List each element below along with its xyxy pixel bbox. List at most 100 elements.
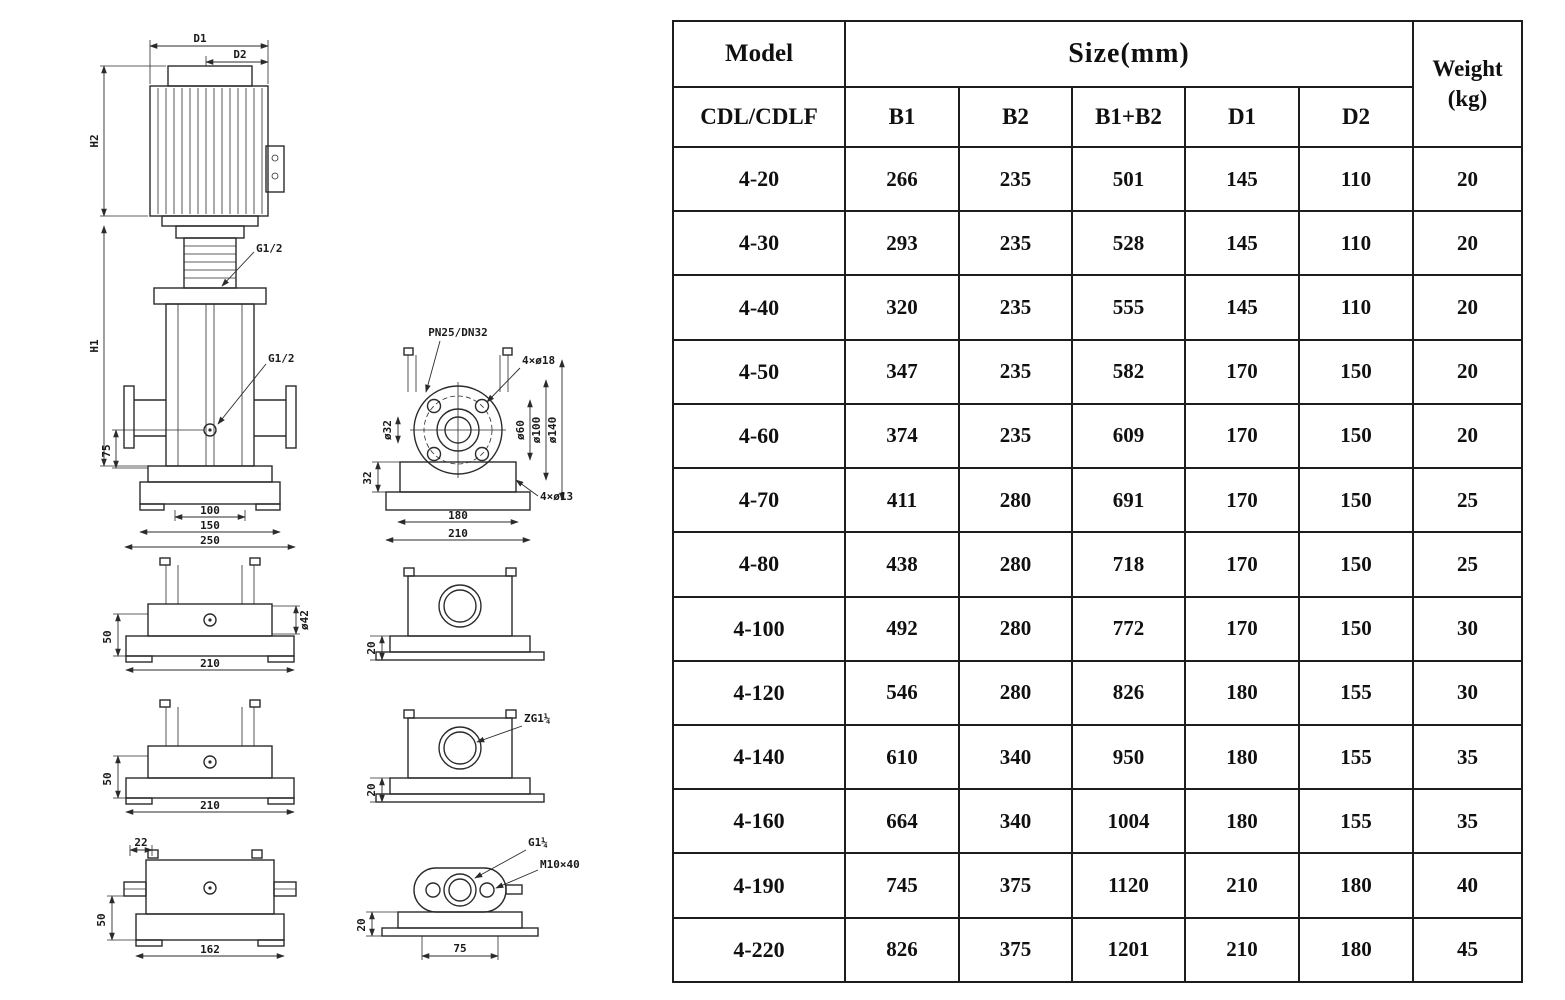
value-cell: 180 [1298, 916, 1414, 984]
value-cell: 555 [1071, 274, 1186, 341]
value-cell: 1120 [1071, 852, 1186, 919]
value-cell: 145 [1184, 210, 1300, 277]
value-cell: 150 [1298, 531, 1414, 598]
dim-label-h1: H1 [88, 339, 101, 353]
dim-label-50-v3: 50 [95, 913, 108, 926]
value-cell: 20 [1412, 145, 1523, 213]
flange-label-pn25: PN25/DN32 [428, 326, 488, 339]
value-cell: 235 [958, 274, 1073, 341]
value-cell: 150 [1298, 402, 1414, 470]
value-cell: 35 [1412, 723, 1523, 791]
value-cell: 826 [844, 916, 960, 984]
port-label-g114: G1¼ [528, 836, 548, 849]
value-cell: 170 [1184, 467, 1300, 534]
port-label-m10x40: M10×40 [540, 858, 580, 871]
col-header-b1: B1 [844, 86, 960, 148]
dim-label-180: 180 [448, 509, 468, 522]
col-header-weight: Weight (kg) [1412, 20, 1523, 148]
port-label-g12-top: G1/2 [256, 242, 283, 255]
value-cell: 609 [1071, 402, 1186, 470]
model-cell: 4-60 [672, 402, 846, 470]
dim-label-22: 22 [134, 836, 147, 849]
value-cell: 180 [1298, 852, 1414, 919]
value-cell: 528 [1071, 210, 1186, 277]
model-cell: 4-70 [672, 467, 846, 534]
value-cell: 155 [1298, 659, 1414, 726]
value-cell: 30 [1412, 595, 1523, 662]
value-cell: 110 [1298, 145, 1414, 213]
value-cell: 438 [844, 531, 960, 598]
value-cell: 25 [1412, 531, 1523, 598]
col-header-d1: D1 [1184, 86, 1300, 148]
value-cell: 546 [844, 659, 960, 726]
value-cell: 340 [958, 788, 1073, 855]
value-cell: 20 [1412, 338, 1523, 405]
model-cell: 4-50 [672, 338, 846, 405]
value-cell: 180 [1184, 723, 1300, 791]
col-header-model-series: CDL/CDLF [672, 86, 846, 148]
value-cell: 110 [1298, 274, 1414, 341]
pump-dimension-drawing: D1 D2 H2 G1/2 [88, 32, 580, 960]
value-cell: 691 [1071, 467, 1186, 534]
value-cell: 235 [958, 145, 1073, 213]
value-cell: 40 [1412, 852, 1523, 919]
dim-label-d2: D2 [233, 48, 246, 61]
dim-label-d1: D1 [193, 32, 207, 45]
value-cell: 610 [844, 723, 960, 791]
value-cell: 320 [844, 274, 960, 341]
value-cell: 492 [844, 595, 960, 662]
value-cell: 826 [1071, 659, 1186, 726]
col-header-b1b2: B1+B2 [1071, 86, 1186, 148]
value-cell: 347 [844, 338, 960, 405]
base-view-1: 50 210 ø42 [101, 557, 311, 673]
port-label-zg114: ZG1¼ [524, 712, 551, 725]
value-cell: 411 [844, 467, 960, 534]
dim-label-75: 75 [100, 444, 113, 457]
model-cell: 4-100 [672, 595, 846, 662]
dim-label-dia32: ø32 [381, 420, 394, 440]
value-cell: 718 [1071, 531, 1186, 598]
value-cell: 501 [1071, 145, 1186, 213]
value-cell: 280 [958, 595, 1073, 662]
spec-table: Model Size(mm) Weight (kg) CDL/CDLF B1 B… [672, 20, 1523, 984]
value-cell: 35 [1412, 788, 1523, 855]
value-cell: 375 [958, 916, 1073, 984]
model-cell: 4-80 [672, 531, 846, 598]
value-cell: 170 [1184, 595, 1300, 662]
value-cell: 170 [1184, 531, 1300, 598]
dim-label-210-v1: 210 [200, 657, 220, 670]
value-cell: 180 [1184, 788, 1300, 855]
model-cell: 4-140 [672, 723, 846, 791]
dim-label-dia60: ø60 [514, 420, 527, 440]
base-view-2: 50 210 [101, 699, 295, 815]
value-cell: 235 [958, 210, 1073, 277]
model-cell: 4-20 [672, 145, 846, 213]
value-cell: 145 [1184, 274, 1300, 341]
model-cell: 4-120 [672, 659, 846, 726]
value-cell: 210 [1184, 852, 1300, 919]
dim-label-250: 250 [200, 534, 220, 547]
value-cell: 950 [1071, 723, 1186, 791]
value-cell: 150 [1298, 338, 1414, 405]
dim-label-50-v1: 50 [101, 630, 114, 643]
value-cell: 25 [1412, 467, 1523, 534]
model-cell: 4-40 [672, 274, 846, 341]
dim-label-210-f: 210 [448, 527, 468, 540]
value-cell: 210 [1184, 916, 1300, 984]
value-cell: 280 [958, 467, 1073, 534]
value-cell: 375 [958, 852, 1073, 919]
col-header-size: Size(mm) [844, 20, 1414, 88]
front-view: D1 D2 H2 G1/2 [88, 32, 297, 550]
value-cell: 155 [1298, 723, 1414, 791]
weight-label: Weight [1432, 56, 1503, 82]
value-cell: 582 [1071, 338, 1186, 405]
dim-label-50-v2: 50 [101, 772, 114, 785]
value-cell: 235 [958, 402, 1073, 470]
model-cell: 4-30 [672, 210, 846, 277]
